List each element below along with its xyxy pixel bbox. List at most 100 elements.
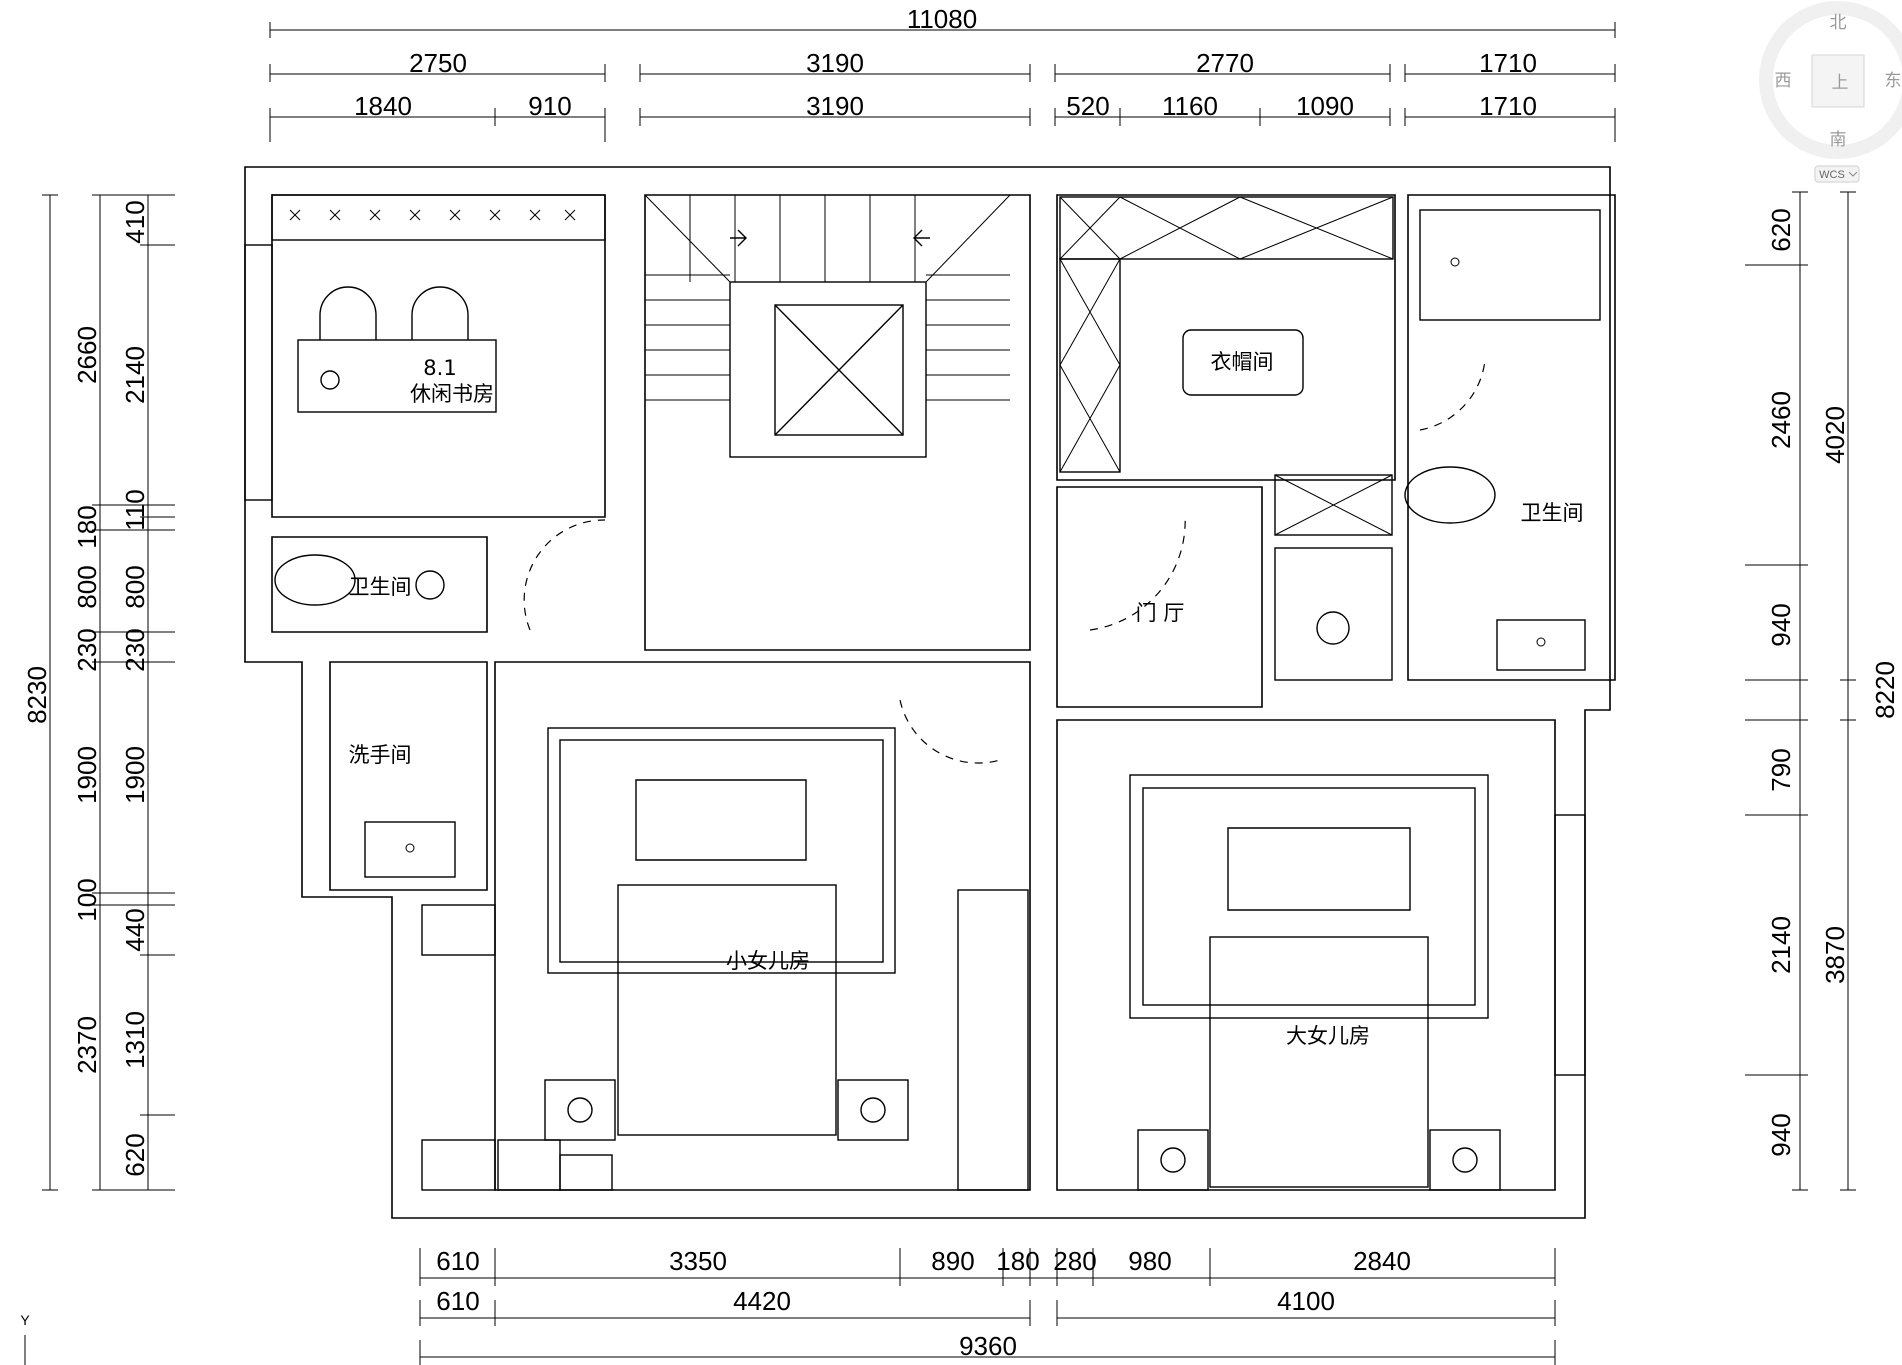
dim-right-940a: 940	[1766, 603, 1796, 646]
shower-icon	[415, 570, 445, 600]
dim-left-overall: 8230	[22, 666, 52, 724]
study-bookshelf	[271, 194, 606, 241]
door-swing	[523, 519, 606, 631]
dim-right-940b: 940	[1766, 1113, 1796, 1156]
dim-left-2660: 2660	[72, 326, 102, 384]
right-dimensions: 8220 4020 3870 620 2460 940 790 2140 940	[1745, 191, 1900, 1191]
compass-south: 南	[1830, 130, 1847, 150]
dim-left-230b: 230	[120, 628, 150, 671]
dim-left-1900b: 1900	[120, 746, 150, 804]
shower-head-icon	[1316, 611, 1350, 645]
study-room: 8.1 休闲书房	[244, 194, 606, 501]
dim-right-3870: 3870	[1820, 926, 1850, 984]
dim-left-2370: 2370	[72, 1016, 102, 1074]
sink-right-icon	[1496, 619, 1586, 671]
compass-east: 东	[1885, 71, 1902, 91]
dim-bottom-overall: 9360	[959, 1331, 1017, 1361]
dim-left-410: 410	[120, 200, 150, 243]
dim-top-3190a: 3190	[806, 48, 864, 78]
dim-left-1900a: 1900	[72, 746, 102, 804]
bed-small-headboard	[635, 779, 807, 861]
bottom-dimensions: 610 3350 890 180 280 980 2840 610 4420 4…	[419, 1246, 1556, 1365]
staircase	[644, 194, 1011, 458]
dim-right-overall: 8220	[1870, 661, 1900, 719]
dim-left-100: 100	[72, 878, 102, 921]
dim-bottom-3350: 3350	[669, 1246, 727, 1276]
compass-center: 上	[1832, 73, 1849, 93]
right-bathroom: 卫生间	[1404, 209, 1601, 671]
powder-room: 洗手间	[329, 661, 488, 891]
dim-bottom-280: 280	[1053, 1246, 1096, 1276]
cloakroom: 衣帽间	[1059, 196, 1394, 473]
nightstand-big-right	[1429, 1129, 1501, 1191]
dim-bottom-890: 890	[931, 1246, 974, 1276]
stair-arrow-right-icon	[730, 229, 747, 247]
foyer-label: 门 厅	[1136, 601, 1185, 625]
study-window	[244, 244, 273, 501]
wardrobe-small	[957, 889, 1029, 1191]
dim-left-110: 110	[120, 489, 150, 530]
big-room-window	[1554, 814, 1586, 1076]
dim-left-180: 180	[72, 505, 102, 548]
dim-top-1710a: 1710	[1479, 48, 1537, 78]
dim-left-440: 440	[120, 908, 150, 951]
dim-left-1310: 1310	[120, 1011, 150, 1069]
sink-icon	[364, 821, 456, 878]
dim-left-620: 620	[120, 1133, 150, 1176]
dim-bottom-610b: 610	[436, 1286, 479, 1316]
toilet-right-icon	[1404, 466, 1496, 524]
left-bathroom: 卫生间	[271, 519, 606, 633]
cloakroom-label: 衣帽间	[1211, 350, 1274, 374]
bed-big	[1209, 936, 1429, 1188]
dim-top-2770: 2770	[1196, 48, 1254, 78]
dim-bottom-980: 980	[1128, 1246, 1171, 1276]
dim-bottom-610a: 610	[436, 1246, 479, 1276]
dim-left-230a: 230	[72, 628, 102, 671]
bathtub	[1419, 209, 1601, 321]
nightstand-right	[837, 1079, 909, 1141]
dim-top-1090: 1090	[1296, 91, 1354, 121]
dim-top-1710b: 1710	[1479, 91, 1537, 121]
dim-top-overall: 11080	[907, 4, 977, 34]
dim-right-4020: 4020	[1820, 406, 1850, 464]
bed-small	[617, 884, 837, 1136]
dim-bottom-4100: 4100	[1277, 1286, 1335, 1316]
ucs-icon: Y	[20, 1312, 30, 1365]
dim-top-1840: 1840	[354, 91, 412, 121]
bath-right-label: 卫生间	[1521, 501, 1584, 525]
study-number: 8.1	[423, 356, 456, 380]
big-daughter-room: 大女儿房	[1056, 719, 1586, 1191]
dim-bottom-180: 180	[996, 1246, 1039, 1276]
top-dimensions: 11080 2750 3190 2770 1710 1840 910 3190	[269, 4, 1616, 142]
dim-top-2750: 2750	[409, 48, 467, 78]
small-daughter-label: 小女儿房	[726, 949, 810, 973]
nightstand-left	[544, 1079, 616, 1141]
wcs-menu-button[interactable]: WCS	[1814, 165, 1860, 183]
elevator-shaft	[729, 281, 927, 458]
toilet-icon	[274, 554, 356, 606]
left-dimensions: 8230 2660 180 800 230 1900 100 2370 410 …	[22, 194, 175, 1191]
dim-top-520: 520	[1066, 91, 1109, 121]
powder-room-label: 洗手间	[349, 743, 412, 767]
wcs-label: WCS	[1819, 169, 1845, 181]
dim-bottom-2840: 2840	[1353, 1246, 1411, 1276]
study-chair-left	[319, 286, 377, 340]
foyer-door-swing	[1089, 514, 1186, 631]
bed-big-headboard	[1227, 827, 1411, 911]
bath-left-label: 卫生间	[349, 575, 412, 599]
chevron-down-icon	[1848, 171, 1858, 177]
dim-right-620: 620	[1766, 208, 1796, 251]
dim-top-910: 910	[528, 91, 571, 121]
study-label: 休闲书房	[410, 382, 494, 406]
dim-left-800a: 800	[72, 565, 102, 608]
compass-west: 西	[1775, 71, 1792, 91]
big-daughter-label: 大女儿房	[1286, 1024, 1370, 1048]
nightstand-big-left	[1137, 1129, 1209, 1191]
small-daughter-room: 小女儿房	[421, 661, 1031, 1191]
dim-left-800b: 800	[120, 565, 150, 608]
dim-left-2140: 2140	[120, 346, 150, 404]
dim-top-3190b: 3190	[806, 91, 864, 121]
small-door-swing	[899, 699, 1001, 764]
compass: 北 南 东 西 上 WCS	[1759, 1, 1902, 183]
